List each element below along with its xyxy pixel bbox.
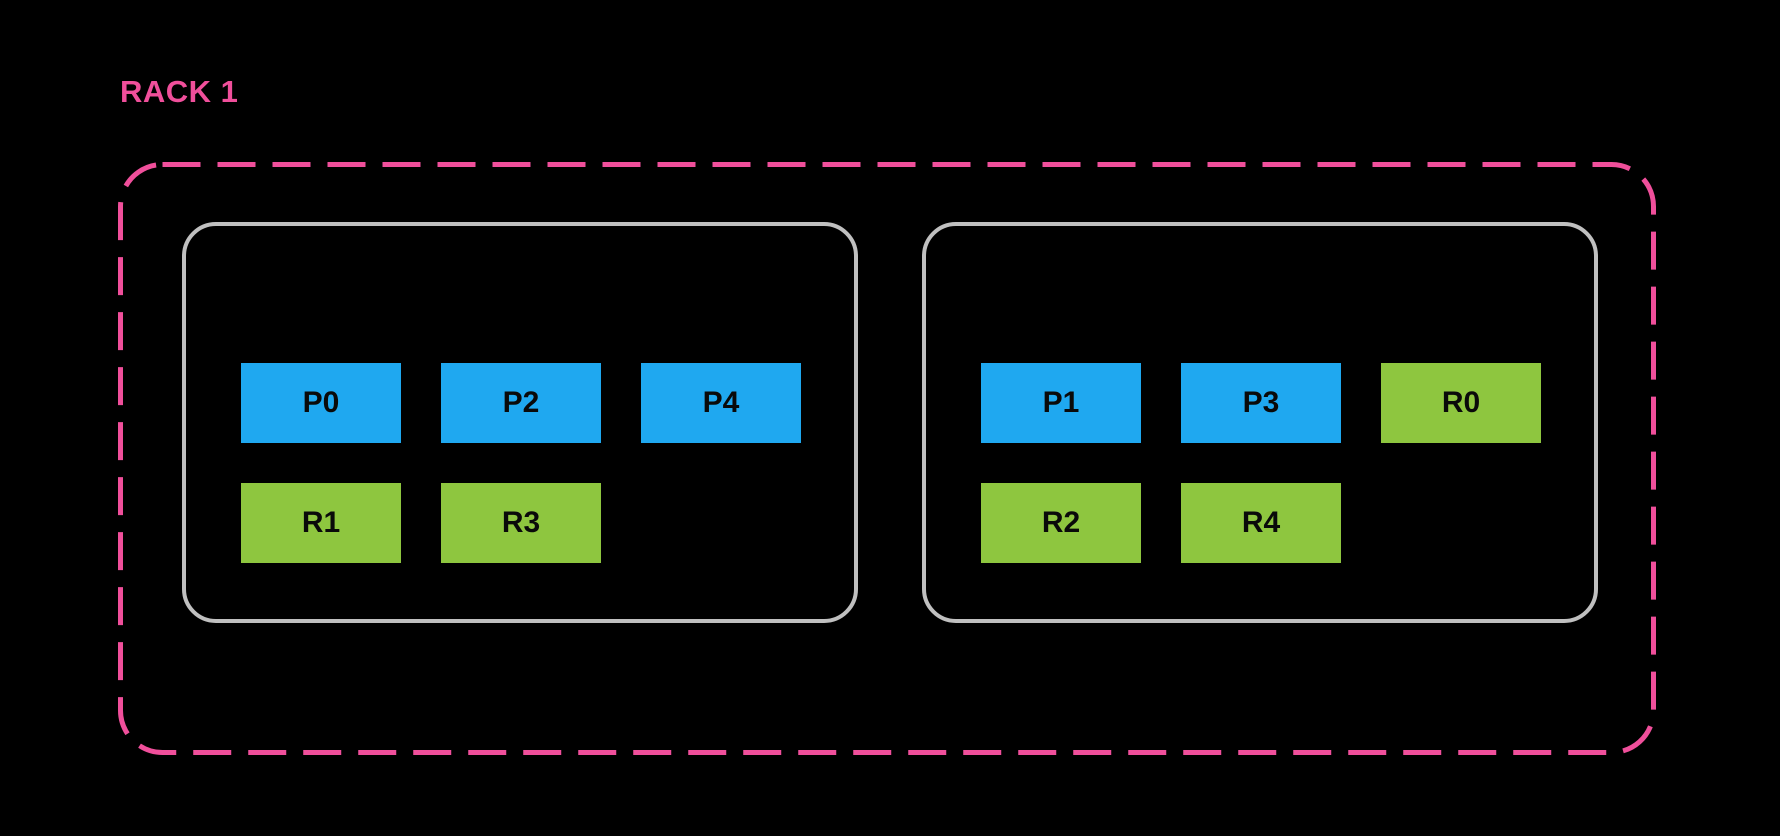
block-r3: R3 (441, 483, 601, 563)
block-p1: P1 (981, 363, 1141, 443)
block-p3: P3 (1181, 363, 1341, 443)
block-p2: P2 (441, 363, 601, 443)
block-r4: R4 (1181, 483, 1341, 563)
block-r0: R0 (1381, 363, 1541, 443)
block-p4: P4 (641, 363, 801, 443)
rack-title: RACK 1 (120, 74, 239, 109)
node-2-top-row: P1 P3 R0 (981, 363, 1594, 443)
block-p0: P0 (241, 363, 401, 443)
block-r1: R1 (241, 483, 401, 563)
node-box-1: P0 P2 P4 R1 R3 (182, 222, 858, 623)
node-1-top-row: P0 P2 P4 (241, 363, 854, 443)
node-1-bottom-row: R1 R3 (241, 483, 854, 563)
node-2-bottom-row: R2 R4 (981, 483, 1594, 563)
block-r2: R2 (981, 483, 1141, 563)
rack-dashed-border (118, 162, 1656, 755)
node-box-2: P1 P3 R0 R2 R4 (922, 222, 1598, 623)
